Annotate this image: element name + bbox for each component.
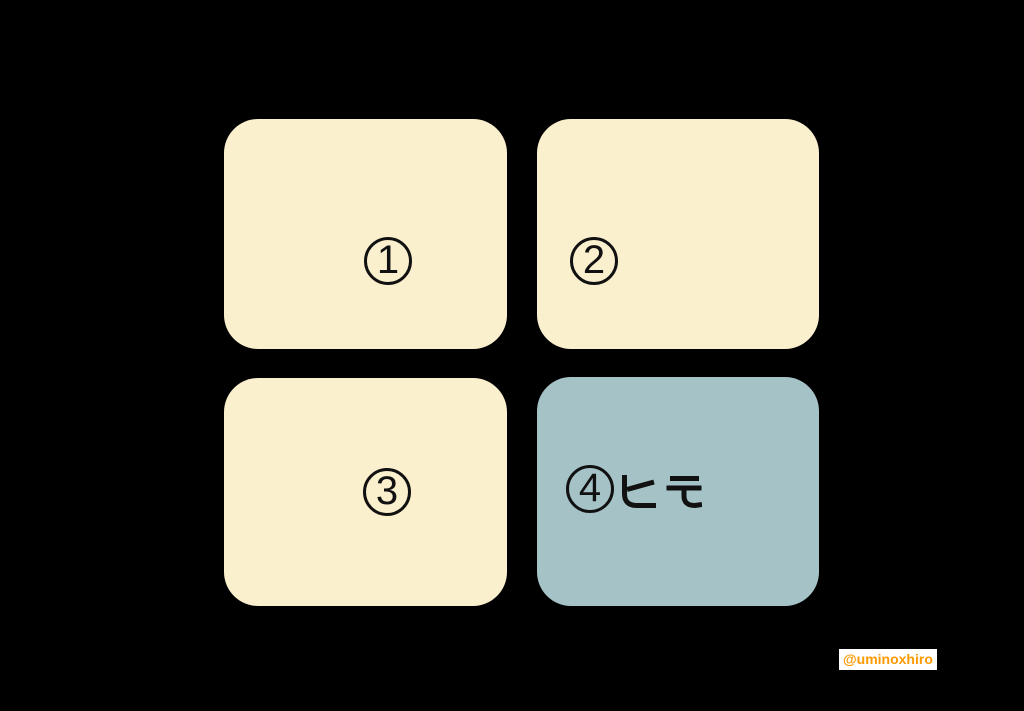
circled-number-1: 1 — [364, 237, 412, 285]
katakana-text-himo — [614, 474, 702, 508]
card-1: 1 — [224, 119, 507, 349]
watermark-text: @uminoxhiro — [843, 651, 933, 667]
card-4: 4 — [537, 377, 819, 606]
card-1-label: 1 — [364, 237, 412, 285]
katakana-hi-glyph — [622, 475, 656, 508]
card-3-label: 3 — [363, 468, 411, 516]
circled-number-4: 4 — [566, 465, 614, 513]
circled-number-3: 3 — [363, 468, 411, 516]
card-4-label: 4 — [566, 465, 702, 513]
watermark-box: @uminoxhiro — [839, 649, 937, 670]
card-3: 3 — [224, 378, 507, 606]
card-2: 2 — [537, 119, 819, 349]
katakana-mo-glyph — [666, 476, 702, 508]
card-2-label: 2 — [570, 237, 618, 285]
circled-number-2: 2 — [570, 237, 618, 285]
